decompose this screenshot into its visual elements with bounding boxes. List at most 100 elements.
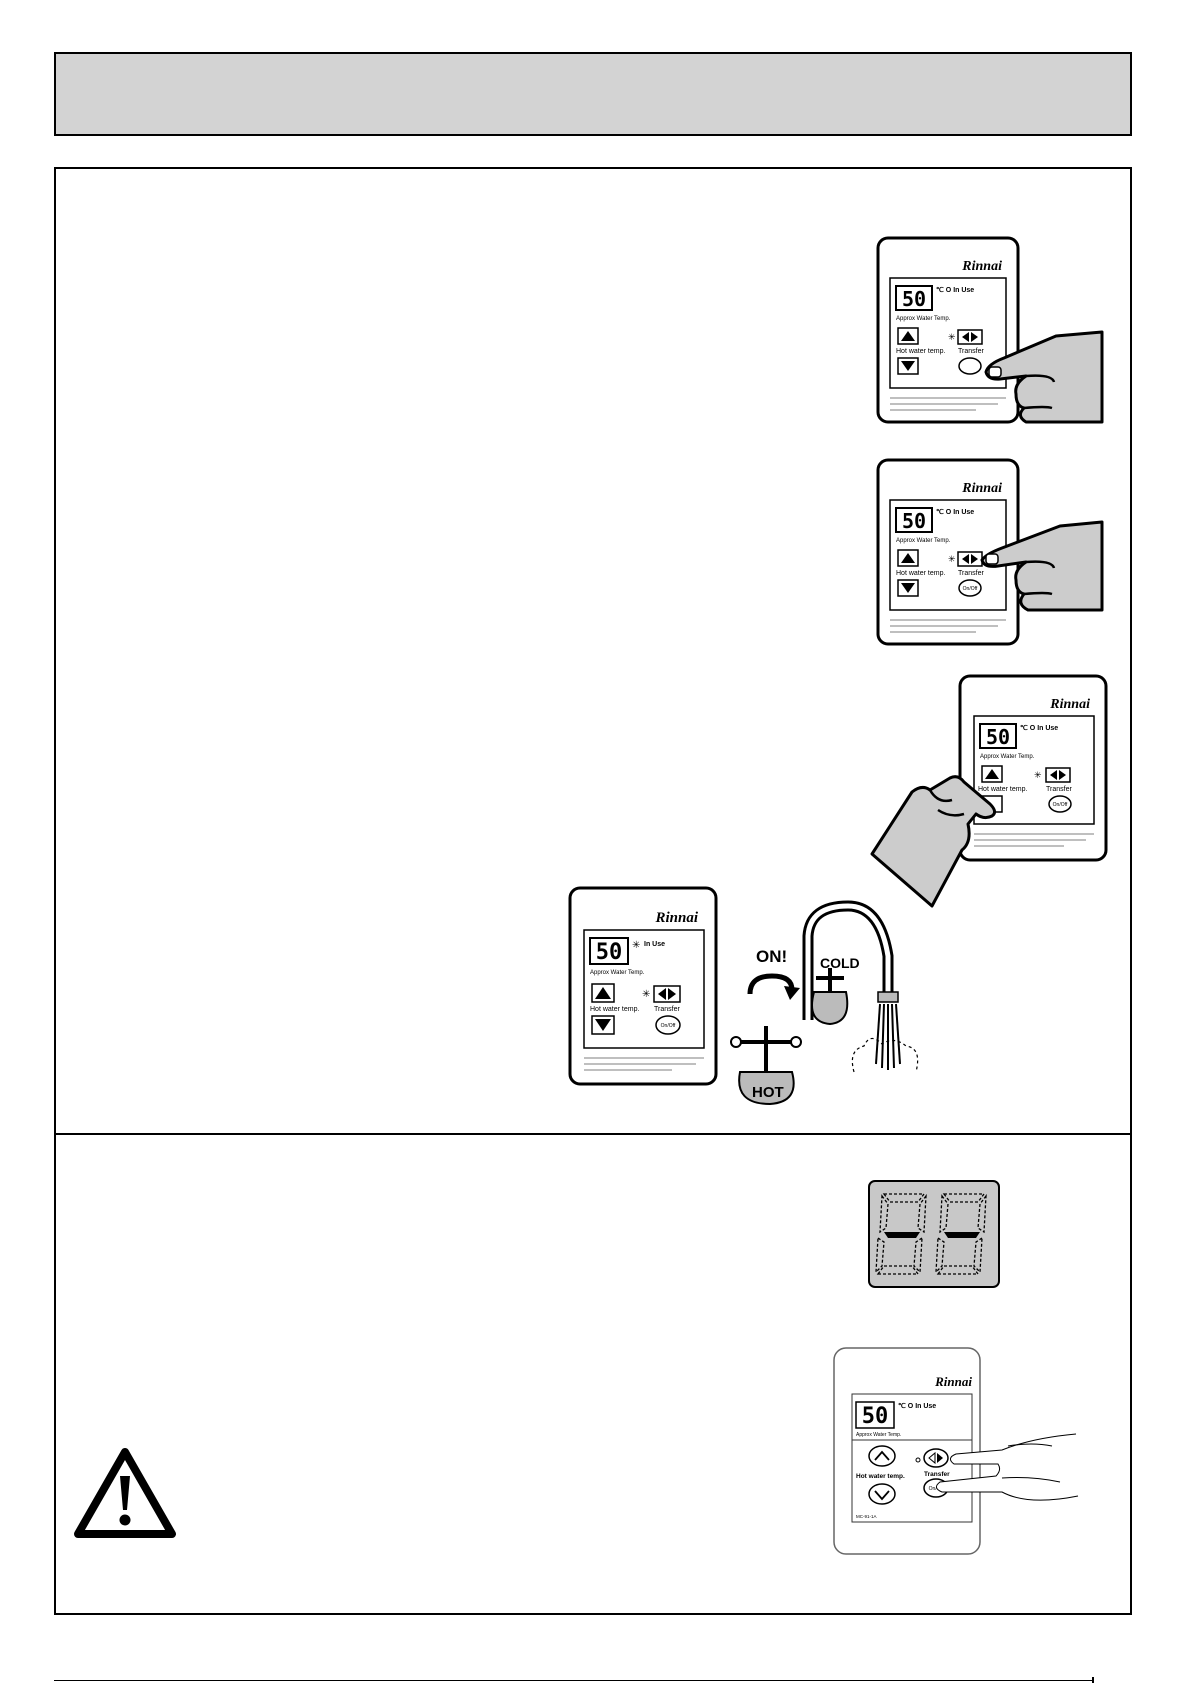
controller-case xyxy=(876,236,1020,424)
on-off-button[interactable] xyxy=(1048,795,1072,813)
hot-water-temp-label: Hot water temp. xyxy=(896,570,945,577)
controller-illustration-2: Rinnai 50 ℃ O In Use Approx Water Temp. … xyxy=(876,458,1104,646)
temp-down-button[interactable] xyxy=(868,1483,896,1505)
transfer-label: Transfer xyxy=(958,570,984,577)
content-frame xyxy=(54,167,1132,1615)
display-dash-2 xyxy=(944,1232,980,1238)
controller-illustration-3: Rinnai 50 ℃ O In Use Approx Water Temp. … xyxy=(870,674,1108,908)
transfer-button[interactable] xyxy=(957,329,983,345)
indicator-lamp-icon: ✳ xyxy=(642,989,650,1000)
brand-logo: Rinnai xyxy=(934,1374,972,1389)
cold-tap-handle xyxy=(811,968,849,1026)
approx-temp-label: Approx Water Temp. xyxy=(856,1432,901,1438)
indicator-lamp-icon: ✳ xyxy=(632,940,640,951)
triangle-up-icon xyxy=(985,769,999,779)
controller-case xyxy=(833,1347,981,1555)
warning-triangle-icon xyxy=(74,1448,176,1538)
chevron-down-icon xyxy=(874,1490,890,1501)
temperature-display xyxy=(895,285,933,311)
approx-temp-label: Approx Water Temp. xyxy=(980,754,1035,760)
temperature-value: 50 xyxy=(986,725,1010,749)
footer-rule xyxy=(54,1680,1094,1681)
in-use-indicator: ℃ O In Use xyxy=(936,508,974,516)
display-digit-1 xyxy=(875,1193,927,1275)
transfer-label: Transfer xyxy=(958,348,984,355)
triangle-down-icon xyxy=(595,1019,611,1031)
approx-temp-label: Approx Water Temp. xyxy=(896,316,951,322)
transfer-label: Transfer xyxy=(1046,786,1072,793)
temperature-display xyxy=(855,1401,895,1429)
control-face xyxy=(973,715,1095,825)
controller-case xyxy=(958,674,1108,862)
indicator-lamp-icon xyxy=(915,1457,921,1463)
brand-logo: Rinnai xyxy=(654,910,698,926)
transfer-arrows-icon xyxy=(962,554,969,564)
transfer-arrows-icon xyxy=(962,332,969,342)
turn-arrow-icon xyxy=(747,973,795,995)
in-use-label: In Use xyxy=(644,941,665,948)
triangle-up-icon xyxy=(901,331,915,341)
transfer-button[interactable] xyxy=(923,1448,949,1468)
temp-up-button[interactable] xyxy=(868,1445,896,1467)
pointing-hand-icon xyxy=(980,520,1104,612)
hot-water-temp-label: Hot water temp. xyxy=(978,786,1027,793)
brand-logo: Rinnai xyxy=(961,481,1002,496)
hot-water-temp-label: Hot water temp. xyxy=(590,1006,639,1013)
temperature-display xyxy=(589,937,629,965)
indicator-lamp-icon: ✳ xyxy=(1034,770,1042,780)
transfer-label: Transfer xyxy=(654,1006,680,1013)
indicator-lamp-icon: ✳ xyxy=(948,332,956,342)
triangle-up-icon xyxy=(595,987,611,999)
brand-logo: Rinnai xyxy=(1049,697,1090,712)
transfer-arrows-icon xyxy=(658,988,666,1000)
pointing-hand-icon xyxy=(936,1433,1079,1501)
water-stream xyxy=(875,1003,901,1070)
header-bar xyxy=(54,52,1132,136)
display-digit-2 xyxy=(935,1193,987,1275)
temperature-value: 50 xyxy=(862,1404,889,1429)
pointing-hand-icon xyxy=(984,330,1104,424)
indicator-lamp-icon: ✳ xyxy=(948,554,956,564)
triangle-down-icon xyxy=(901,361,915,371)
display-bezel xyxy=(868,1180,1000,1288)
transfer-button[interactable] xyxy=(1045,767,1071,783)
chevron-up-icon xyxy=(874,1450,890,1461)
on-off-label: On/Off xyxy=(929,1486,944,1492)
display-dash-1 xyxy=(884,1232,920,1238)
temperature-display xyxy=(895,507,933,533)
brand-logo: Rinnai xyxy=(961,259,1002,274)
transfer-button[interactable] xyxy=(653,985,681,1003)
hot-water-temp-label: Hot water temp. xyxy=(896,348,945,355)
tap-on-label: ON! xyxy=(756,947,787,966)
pointing-hand-icon xyxy=(870,775,997,908)
on-off-button[interactable] xyxy=(655,1015,681,1035)
footer-tick xyxy=(1092,1677,1094,1683)
controller-illustration-1: Rinnai 50 ℃ O In Use Approx Water Temp. … xyxy=(876,236,1104,424)
control-face xyxy=(889,277,1007,389)
on-off-button[interactable] xyxy=(958,579,982,597)
hot-water-temp-label: Hot water temp. xyxy=(856,1473,905,1480)
transfer-button[interactable] xyxy=(957,551,983,567)
temperature-display xyxy=(979,723,1017,749)
temperature-value: 50 xyxy=(902,509,926,533)
on-off-button[interactable] xyxy=(958,357,982,375)
steam-cloud xyxy=(851,1037,919,1073)
tap-hot-label: HOT xyxy=(752,1084,784,1101)
control-face xyxy=(583,929,705,1049)
model-label: MC-91-1A xyxy=(856,1514,877,1519)
approx-temp-label: Approx Water Temp. xyxy=(590,970,645,976)
controller-illustration-5: Rinnai 50 ℃ O In Use Approx Water Temp. … xyxy=(833,1347,1079,1555)
temperature-value: 50 xyxy=(596,940,623,965)
tap-illustration: ON! COLD xyxy=(730,900,919,1106)
on-off-label: On/Off xyxy=(963,586,978,592)
in-use-indicator: ℃ O In Use xyxy=(936,286,974,294)
temperature-value: 50 xyxy=(902,287,926,311)
section-divider xyxy=(54,1133,1132,1135)
transfer-label: Transfer xyxy=(924,1471,950,1478)
transfer-arrows-icon xyxy=(1050,770,1057,780)
triangle-up-icon xyxy=(901,553,915,563)
in-use-indicator: ℃ O In Use xyxy=(898,1402,936,1410)
approx-temp-label: Approx Water Temp. xyxy=(896,538,951,544)
on-off-label: On/Off xyxy=(1053,802,1068,808)
hot-tap-handle xyxy=(730,1026,802,1106)
